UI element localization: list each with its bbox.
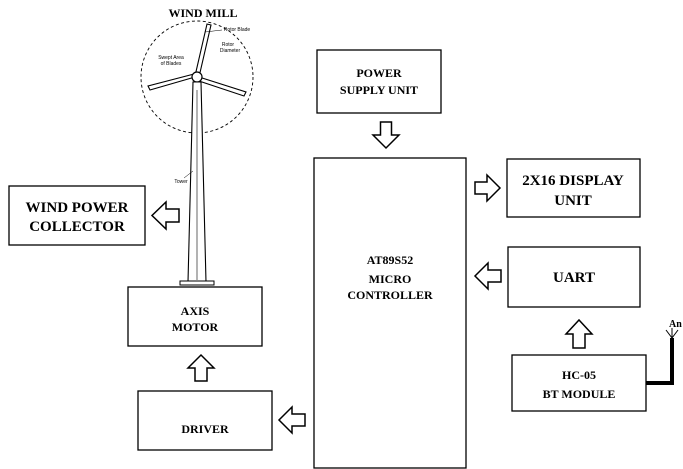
swept-area-label-1: Swept Area [158, 55, 184, 61]
hc05-line1: HC-05 [562, 368, 596, 382]
arrow-uart-to-mcu [473, 261, 502, 291]
arrow-to-wind-power-collector [150, 200, 180, 231]
arrow-mcu-to-driver [277, 405, 306, 435]
hc05-block: HC-05 BT MODULE [511, 354, 647, 412]
axis-motor-line2: MOTOR [172, 320, 219, 334]
wind-power-box [8, 185, 146, 246]
microcontroller-block: AT89S52 MICRO CONTROLLER [313, 157, 467, 469]
mcu-line2: MICRO [369, 272, 412, 286]
rotor-diameter-label-1: Rotor [222, 42, 235, 48]
windmill-title: WIND MILL [168, 6, 237, 20]
tower-label: Tower [174, 179, 188, 185]
axis-motor-box [127, 286, 263, 347]
arrow-power-to-mcu [371, 121, 401, 150]
antenna-wire [646, 338, 674, 385]
uart-box [507, 246, 641, 308]
power-supply-line1: POWER [356, 66, 402, 80]
rotor-hub [191, 71, 203, 83]
arrow-driver-to-motor [186, 353, 216, 382]
antenna-tip-left [665, 329, 673, 339]
wind-power-collector-block: WIND POWER COLLECTOR [8, 185, 146, 246]
wind-power-line1: WIND POWER [26, 200, 129, 216]
display-box [506, 158, 641, 218]
rotor-blade-up [194, 23, 212, 78]
wind-power-line2: COLLECTOR [29, 219, 125, 235]
rotor-blade-left [147, 73, 196, 91]
antenna-tip-right [671, 329, 679, 339]
mcu-line1: AT89S52 [367, 253, 413, 267]
swept-area-label-2: of Blades [161, 61, 182, 67]
hc05-box [511, 354, 647, 412]
axis-motor-line1: AXIS [181, 304, 210, 318]
rotor-blade-leader [204, 29, 223, 33]
driver-line1: DRIVER [181, 422, 229, 436]
antenna-label: An [669, 319, 682, 330]
tower-base [179, 280, 215, 286]
uart-line1: UART [553, 270, 595, 286]
display-line2: UNIT [554, 193, 592, 209]
display-line1: 2X16 DISPLAY [522, 173, 624, 189]
microcontroller-box [313, 157, 467, 469]
rotor-diameter-label-2: Diameter [220, 48, 241, 54]
rotor-blade-label: Rotor Blade [224, 27, 251, 33]
arrow-mcu-to-display [474, 173, 502, 203]
power-supply-line2: SUPPLY UNIT [340, 83, 418, 97]
uart-block: UART [507, 246, 641, 308]
display-block: 2X16 DISPLAY UNIT [506, 158, 641, 218]
mcu-line3: CONTROLLER [347, 288, 433, 302]
tower-leader [183, 170, 194, 179]
antenna: An [646, 319, 682, 385]
axis-motor-block: AXIS MOTOR [127, 286, 263, 347]
swept-area-circle [140, 20, 254, 134]
windmill-illustration: WIND MILL Rotor Blade Rotor Diameter Swe… [140, 6, 254, 286]
rotor-blade-right [194, 76, 247, 97]
power-supply-block: POWER SUPPLY UNIT [316, 49, 442, 114]
hc05-line2: BT MODULE [543, 387, 616, 401]
arrow-hc05-to-uart [564, 318, 594, 349]
driver-block: DRIVER [137, 390, 273, 451]
power-supply-box [316, 49, 442, 114]
driver-box [137, 390, 273, 451]
